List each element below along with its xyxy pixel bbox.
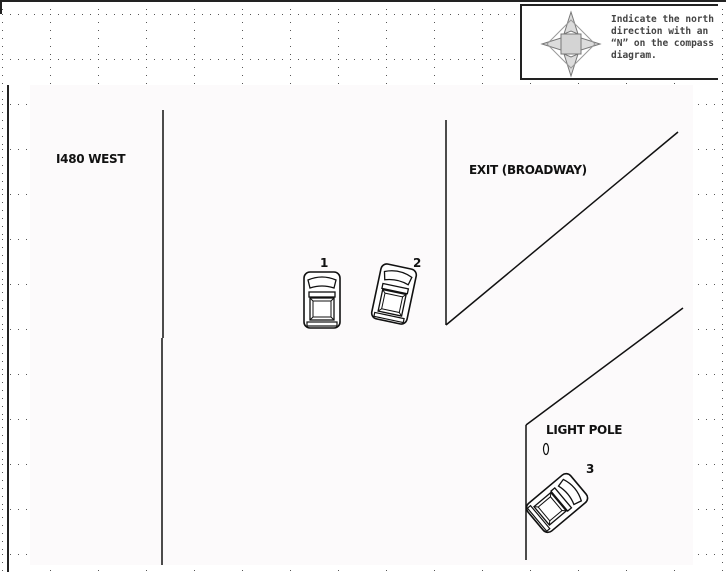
exit-label: EXIT (BROADWAY) <box>469 163 587 177</box>
light-pole-icon <box>542 442 550 456</box>
compass-instruction-text: Indicate the north direction with an “N”… <box>611 14 714 61</box>
exit-ramp-outer-edge <box>525 307 684 426</box>
light-pole-label: LIGHT POLE <box>546 423 622 437</box>
compass-rose-icon[interactable] <box>540 10 602 78</box>
vehicle-3-number: 3 <box>586 462 594 476</box>
vehicle-2-number: 2 <box>413 256 421 270</box>
car-topview-icon <box>303 271 341 329</box>
vehicle-1 <box>303 271 341 329</box>
drawing-area <box>30 85 693 565</box>
compass-instruction-box: Indicate the north direction with an “N”… <box>520 4 718 80</box>
vehicle-1-number: 1 <box>320 256 328 270</box>
highway-label: I480 WEST <box>56 152 126 166</box>
exit-ramp-inner-edge <box>445 131 679 326</box>
